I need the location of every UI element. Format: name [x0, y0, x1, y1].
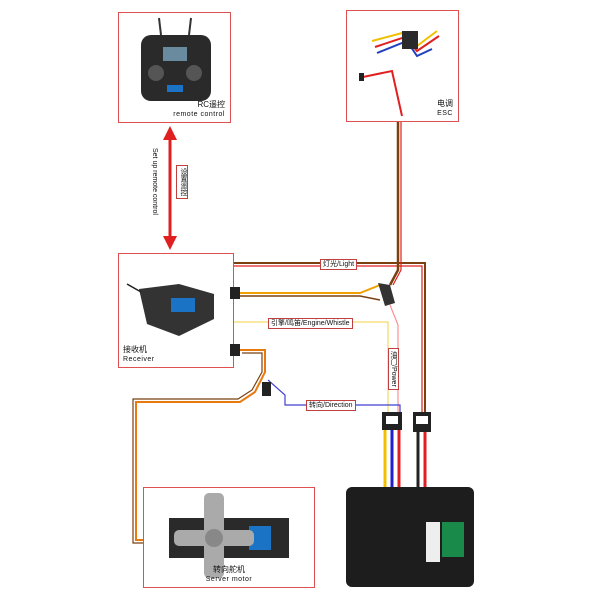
light-wire-label: 灯光/Light: [320, 259, 358, 270]
esc-label: 电调 ESC: [437, 99, 453, 119]
power-wire-label: 油门/Power: [388, 348, 399, 390]
receiver-label-en: Receiver: [123, 356, 155, 363]
throttle-wire: [240, 284, 381, 294]
esc-label-zh: 电调: [437, 99, 453, 108]
direction-wire-label: 转向/Direction: [306, 400, 356, 411]
esc-label-en: ESC: [437, 110, 453, 117]
receiver-image: [126, 283, 214, 336]
light-sound-controller: [346, 487, 474, 587]
servo-label-en: Server motor: [205, 576, 253, 583]
receiver-label: 接收机 Receiver: [123, 345, 155, 365]
controller-connector-strip: [426, 522, 440, 562]
receiver-label-zh: 接收机: [123, 345, 147, 354]
servo-panel: 转向舵机 Server motor: [143, 487, 315, 588]
setup-label-zh: 设置遥控: [176, 165, 188, 199]
servo-label-zh: 转向舵机: [213, 565, 245, 574]
receiver-panel: 接收机 Receiver: [118, 253, 234, 368]
light-wire: [233, 262, 426, 412]
setup-double-arrow: [163, 126, 177, 250]
remote-control-panel: RC遥控 remote control: [118, 12, 231, 123]
controller-pcb: [442, 522, 464, 557]
direction-wire: [267, 379, 401, 412]
remote-label-en: remote control: [173, 111, 225, 118]
receiver-connector-1: [230, 287, 240, 299]
remote-label-zh: RC遥控: [197, 100, 225, 109]
remote-control-label: RC遥控 remote control: [173, 100, 225, 120]
esc-image: [359, 30, 440, 117]
engine-wire-label: 引擎/鸣笛/Engine/Whistle: [268, 318, 353, 329]
setup-label-en: Set up remote control: [151, 148, 158, 215]
esc-cable: [388, 115, 400, 286]
remote-control-image: [141, 17, 211, 101]
esc-panel: 电调 ESC: [346, 10, 459, 122]
servo-image: [169, 493, 289, 578]
steering-wire: [135, 349, 266, 541]
engine-wire: [233, 321, 389, 412]
receiver-connector-2: [230, 344, 240, 356]
servo-label: 转向舵机 Server motor: [144, 565, 314, 585]
